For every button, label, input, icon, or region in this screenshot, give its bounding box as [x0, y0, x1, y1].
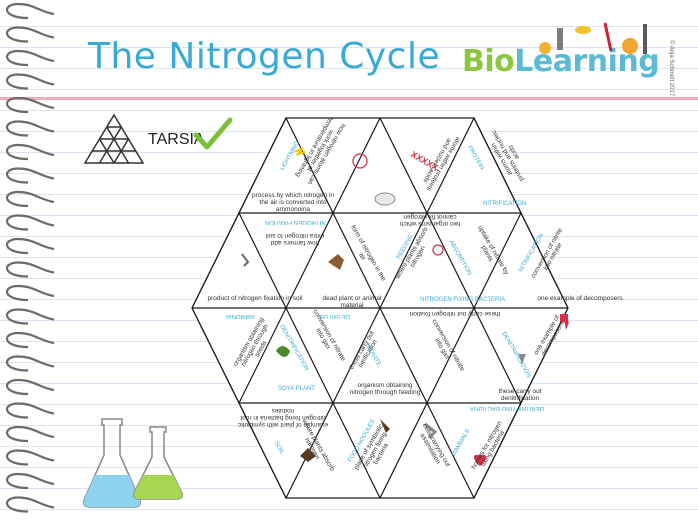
animal-icon	[380, 419, 390, 433]
bacteria-icon	[518, 354, 526, 364]
binder-ring	[6, 425, 55, 443]
binder-ring	[6, 472, 55, 490]
binder-ring	[6, 284, 55, 302]
pipette-icon	[643, 24, 647, 54]
no-symbol-icon	[352, 153, 368, 169]
tile-ammonia-label: AMMONIA	[226, 313, 255, 319]
binder-ring	[6, 214, 55, 231]
tile-soya-plant-label: SOYA PLANT	[278, 386, 315, 392]
soya-plant-icon	[276, 346, 290, 357]
tile-nitrogen-fixing-bacteria: NITROGEN FIXING BACTERIA	[420, 297, 506, 303]
biolearning-logo: BioLearning	[462, 44, 660, 79]
flask-icon	[622, 38, 638, 54]
tile-product: product of nitrogen fixation in soil	[207, 295, 303, 302]
page-title: The Nitrogen Cycle	[88, 36, 441, 77]
no-symbol-icon-2	[432, 244, 444, 256]
science-icons-decoration	[539, 22, 647, 54]
bee-icon	[575, 26, 591, 34]
tarsia-triangle-icon	[83, 113, 145, 164]
binder-ring	[6, 26, 55, 43]
tile-carry-denitrification: these carry out denitrification	[498, 388, 542, 402]
flasks-illustration	[82, 418, 184, 508]
tile-denitrifying-label: DENITRIFYING BACTERIA	[470, 405, 545, 411]
dna-icon	[603, 22, 613, 52]
logo-bio-text: Bio	[462, 44, 515, 79]
binder-ring	[6, 2, 55, 20]
binder-ring	[6, 120, 55, 137]
tile-dead: dead plant or animal material	[322, 295, 382, 309]
sun-icon	[539, 42, 551, 54]
binder-ring	[6, 331, 55, 349]
tarsia-label: TARSIA	[148, 131, 205, 148]
tile-decomposers-example: one example of decomposers	[537, 295, 623, 302]
binder-ring	[6, 308, 55, 325]
binder-ring	[6, 96, 55, 114]
binder-ring	[6, 190, 55, 208]
checkmark-icon	[193, 117, 233, 150]
tile-detritus-label: DETRITUS	[320, 313, 350, 319]
spiral-binding	[6, 2, 55, 513]
cow-icon	[328, 254, 344, 270]
lightning-icon	[294, 147, 306, 156]
heart-shape-icon	[474, 454, 486, 466]
tile-these-carry-fixation: these carry out nitrogen fixation	[409, 310, 501, 317]
tile-example-symbiotic: example of plant with symbiotic nitrogen…	[238, 407, 328, 428]
binder-ring	[6, 378, 55, 396]
binder-ring	[6, 49, 55, 67]
tractor-icon	[241, 253, 250, 267]
blue-flask-icon	[82, 418, 142, 508]
tile-nitrogen-fixation-q: how farmers add extra nitrogen to soil	[265, 232, 325, 246]
deer-icon	[300, 448, 316, 462]
tile-nitrogen-fixation-label: NITROGEN FIXATION	[265, 219, 326, 225]
microscope-icon	[557, 28, 563, 50]
tile-nitrification-label: NITRIFICATION	[483, 201, 527, 207]
binder-ring	[6, 261, 55, 278]
tile-organism-feeding: organism obtaining nitrogen through feed…	[349, 382, 421, 396]
binder-ring	[6, 237, 55, 255]
tile-process-text: process by which nitrogen in the air is …	[251, 192, 334, 213]
tarsia-hexagon-puzzle: XXXXX	[191, 117, 569, 499]
binder-ring	[6, 355, 55, 372]
green-flask-icon	[132, 426, 184, 500]
binder-ring	[6, 402, 55, 419]
header-rule	[0, 97, 698, 100]
binder-ring	[6, 167, 55, 184]
mushroom-cap-icon	[560, 314, 568, 322]
hexagon-grid-lines	[191, 117, 569, 499]
binder-ring	[6, 73, 55, 90]
magnifier-icon	[424, 422, 438, 440]
binder-ring	[6, 449, 55, 466]
sheep-icon	[374, 192, 396, 206]
binder-ring	[6, 143, 55, 161]
binder-ring	[6, 496, 55, 513]
copyright-credit: © Anja Schmidt 2017	[668, 40, 674, 97]
